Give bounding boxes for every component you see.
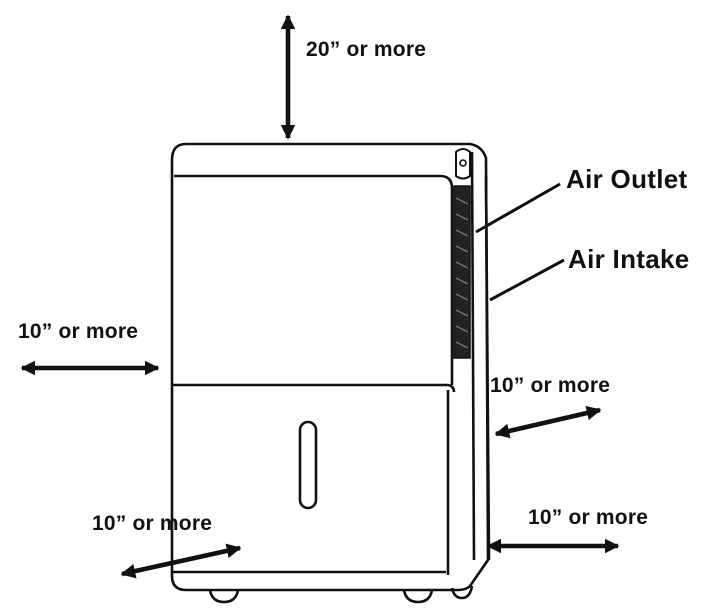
right-upper-clearance-arrow bbox=[494, 405, 602, 439]
air-outlet-callout-line bbox=[475, 182, 561, 234]
right-upper-clearance-label: 10” or more bbox=[490, 374, 611, 397]
left-clearance-label: 10” or more bbox=[18, 320, 139, 343]
caster-wheels bbox=[208, 585, 474, 604]
bottom-left-clearance-label: 10” or more bbox=[92, 512, 213, 535]
air-outlet-vent bbox=[453, 148, 471, 359]
air-intake-label: Air Intake bbox=[568, 244, 690, 274]
unit-body-outline bbox=[170, 142, 490, 592]
side-panel-edge bbox=[470, 151, 476, 561]
water-tank-top bbox=[172, 383, 456, 393]
side-panel-outer bbox=[484, 175, 491, 561]
bottom-right-clearance-label: 10” or more bbox=[528, 506, 649, 529]
air-intake-callout-line bbox=[489, 258, 565, 302]
air-outlet-label: Air Outlet bbox=[566, 164, 688, 194]
bottom-left-clearance-arrow bbox=[120, 543, 242, 579]
water-level-window bbox=[298, 420, 318, 510]
top-clearance-label: 20” or more bbox=[306, 38, 427, 61]
top-lid-line bbox=[174, 174, 454, 189]
dehumidifier-unit bbox=[170, 142, 491, 604]
